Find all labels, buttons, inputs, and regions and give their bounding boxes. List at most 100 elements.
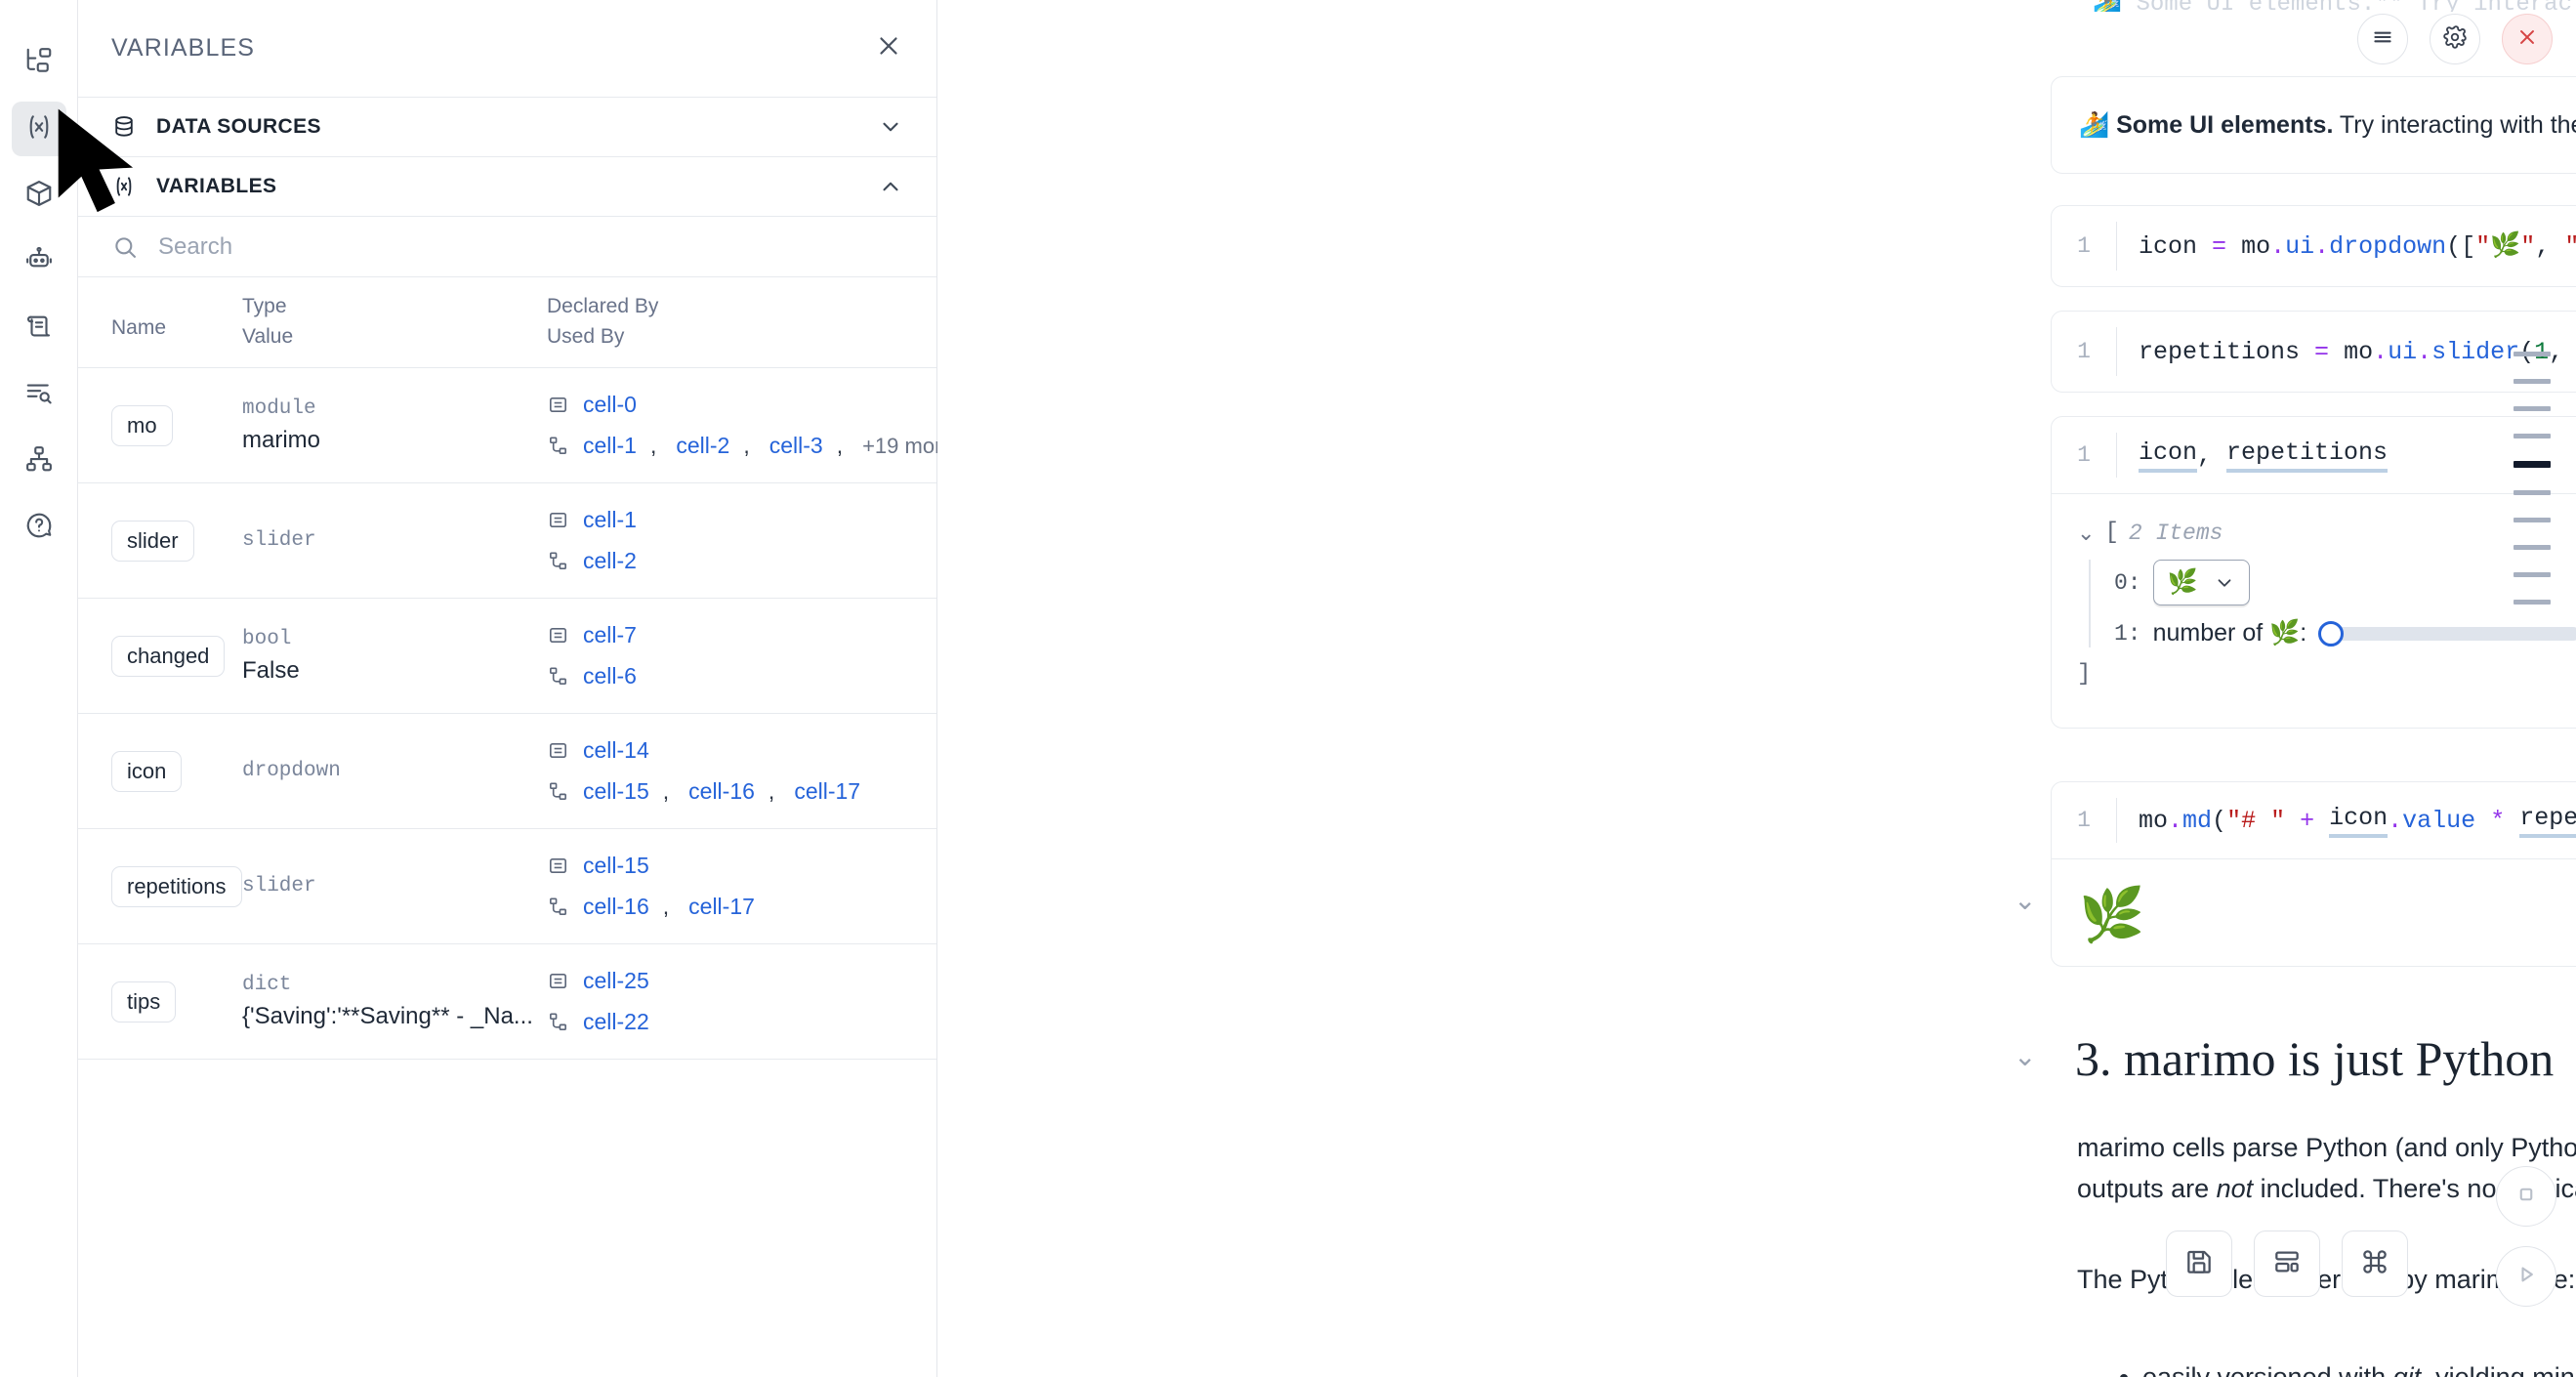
minimap-tick[interactable] xyxy=(2514,545,2551,550)
variable-type: dict xyxy=(242,973,292,996)
sidebar-item-logs[interactable] xyxy=(12,301,66,355)
cell-link[interactable]: cell-17 xyxy=(794,778,861,805)
cell-icon xyxy=(547,509,569,531)
file-tree-icon xyxy=(24,46,54,80)
stop-button[interactable] xyxy=(2496,1166,2556,1227)
chevron-down-icon[interactable]: ⌄ xyxy=(2014,1041,2037,1071)
variable-name-pill[interactable]: slider xyxy=(111,520,194,562)
sidebar-item-outline[interactable] xyxy=(12,367,66,422)
dropdown-widget[interactable]: 🌿 xyxy=(2152,560,2250,605)
bullet-pre: easily versioned with xyxy=(2142,1362,2393,1377)
chevron-down-icon[interactable] xyxy=(878,114,903,140)
cell-icon xyxy=(547,624,569,647)
slider-track[interactable] xyxy=(2336,626,2576,641)
variable-name-pill[interactable]: changed xyxy=(111,635,226,677)
robot-icon xyxy=(24,245,54,279)
minimap-tick[interactable] xyxy=(2514,490,2551,495)
list-item: easily versioned with git, yielding mini… xyxy=(2142,1362,2576,1377)
code-text[interactable]: icon = mo.ui.dropdown(["🌿", "🏄", "✨"], v… xyxy=(2139,231,2576,262)
used-by-line: cell-1,cell-2,cell-3,+19 more xyxy=(547,428,954,464)
column-header-declared-by: Declared By xyxy=(547,295,659,317)
minimap-tick[interactable] xyxy=(2514,600,2551,605)
cell-link[interactable]: cell-15 xyxy=(583,853,649,879)
slider-label: number of 🌿: xyxy=(2152,619,2307,647)
code-text[interactable]: icon, repetitions xyxy=(2117,417,2576,493)
code-cell-icon-dropdown[interactable]: 1 icon = mo.ui.dropdown(["🌿", "🏄", "✨"],… xyxy=(2051,205,2576,287)
cell-link[interactable]: cell-16 xyxy=(688,778,755,805)
table-row[interactable]: tips dict {'Saving':'**Saving** - _Na... ce… xyxy=(78,944,936,1061)
settings-button[interactable] xyxy=(2430,14,2480,64)
dependency-icon xyxy=(547,896,569,918)
sidebar-item-help[interactable] xyxy=(12,500,66,555)
cell-link[interactable]: cell-0 xyxy=(583,392,637,418)
panel-close-button[interactable] xyxy=(874,31,903,65)
minimap-tick[interactable] xyxy=(2514,352,2551,356)
minimap-tick[interactable] xyxy=(2514,518,2551,522)
menu-button[interactable] xyxy=(2357,14,2408,64)
cell-link[interactable]: cell-6 xyxy=(583,663,637,689)
cell-link[interactable]: cell-2 xyxy=(583,548,637,574)
minimap-tick[interactable] xyxy=(2514,406,2551,411)
cell-link[interactable]: cell-2 xyxy=(676,433,730,459)
variable-type: slider xyxy=(242,874,316,897)
variable-value: {'Saving':'**Saving** - _Na... xyxy=(242,1003,533,1029)
cell-link[interactable]: cell-17 xyxy=(688,894,755,920)
cell-link[interactable]: cell-16 xyxy=(583,894,649,920)
save-button[interactable] xyxy=(2166,1231,2232,1297)
minimap-tick[interactable] xyxy=(2514,461,2551,468)
separator: , xyxy=(662,894,670,920)
section-variables[interactable]: VARIABLES xyxy=(78,157,936,217)
cell-link[interactable]: cell-25 xyxy=(583,968,649,994)
chevron-up-icon[interactable] xyxy=(878,174,903,199)
variable-name-pill[interactable]: mo xyxy=(111,404,173,446)
minimap-tick[interactable] xyxy=(2514,572,2551,577)
run-button[interactable] xyxy=(2496,1246,2556,1307)
cell-link[interactable]: cell-14 xyxy=(583,737,649,764)
section-label: DATA SOURCES xyxy=(156,115,321,138)
variable-name-pill[interactable]: tips xyxy=(111,981,177,1022)
gutter-divider xyxy=(2116,798,2117,843)
variable-name-pill[interactable]: repetitions xyxy=(111,865,242,907)
sidebar-item-dependencies[interactable] xyxy=(12,434,66,488)
tree-header[interactable]: ⌄ [ 2 Items xyxy=(2077,520,2576,546)
slider-widget[interactable] xyxy=(2318,620,2576,647)
code-text[interactable]: mo.md("# " + icon.value * repetitions.va… xyxy=(2117,782,2576,858)
tree-row-slider: 1: number of 🌿: xyxy=(2114,619,2576,647)
cell-link[interactable]: cell-1 xyxy=(583,433,637,459)
code-cell-repetitions-slider[interactable]: 1 repetitions = mo.ui.slider(1, 16, labe… xyxy=(2051,311,2576,393)
code-cell-mo-md[interactable]: 1 mo.md("# " + icon.value * repetitions.… xyxy=(2051,781,2576,859)
cell-link[interactable]: cell-7 xyxy=(583,622,637,648)
close-panel-button[interactable] xyxy=(2502,14,2553,64)
cell-link[interactable]: cell-3 xyxy=(769,433,823,459)
chevron-down-icon[interactable]: ⌄ xyxy=(2077,520,2096,545)
sidebar-item-packages[interactable] xyxy=(12,168,66,223)
activity-bar xyxy=(0,0,78,1377)
layout-button[interactable] xyxy=(2254,1231,2320,1297)
minimap-tick[interactable] xyxy=(2514,379,2551,384)
minimap-tick[interactable] xyxy=(2514,434,2551,438)
variable-name-pill[interactable]: icon xyxy=(111,750,183,792)
paragraph-text: The Python files generated by marimo are… xyxy=(2077,1265,2576,1294)
markdown-output-cell[interactable]: 🏄 Some UI elements. Try interacting with… xyxy=(2051,76,2576,174)
code-cell-icon-repetitions[interactable]: 1 icon, repetitions xyxy=(2051,416,2576,494)
code-text[interactable]: repetitions = mo.ui.slider(1, 16, label=… xyxy=(2139,337,2576,366)
cell-link[interactable]: cell-15 xyxy=(583,778,649,805)
cell-link[interactable]: cell-22 xyxy=(583,1009,649,1035)
sidebar-item-explorer[interactable] xyxy=(12,35,66,90)
slider-knob[interactable] xyxy=(2318,620,2345,647)
command-palette-button[interactable] xyxy=(2342,1231,2408,1297)
sidebar-item-variables[interactable] xyxy=(11,102,66,156)
search-input[interactable] xyxy=(158,232,903,261)
chevron-down-icon[interactable]: ⌄ xyxy=(2014,885,2037,915)
minimap-scrollbar[interactable] xyxy=(2514,352,2551,605)
section-data-sources[interactable]: DATA SOURCES xyxy=(78,98,936,157)
sidebar-item-chat[interactable] xyxy=(12,234,66,289)
cell-link[interactable]: cell-1 xyxy=(583,507,637,533)
variable-type: bool xyxy=(242,627,292,650)
